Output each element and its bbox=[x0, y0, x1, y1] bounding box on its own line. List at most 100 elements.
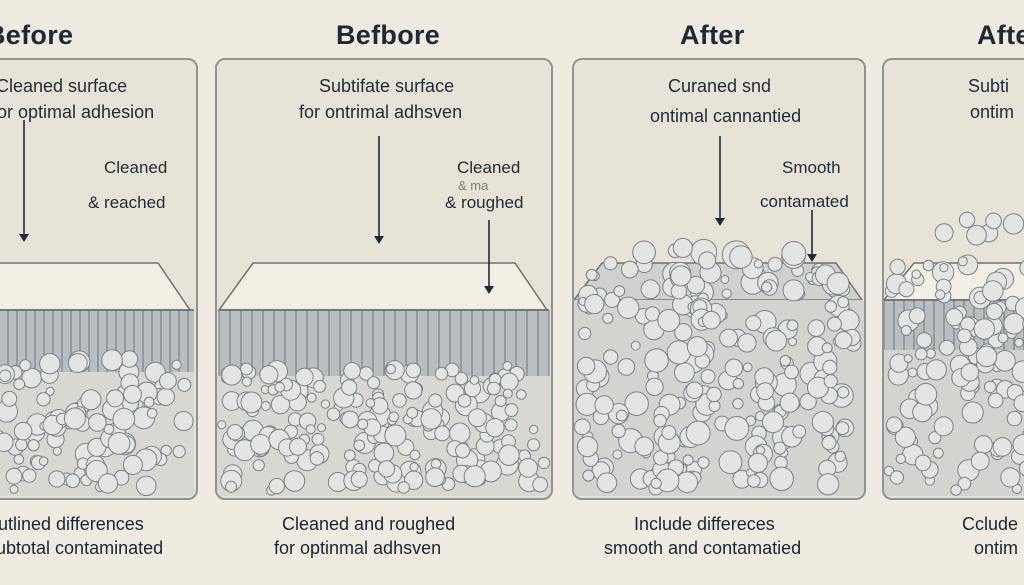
particle bbox=[808, 320, 825, 337]
particle bbox=[64, 408, 85, 429]
illustration-layer bbox=[0, 60, 196, 498]
particle bbox=[738, 334, 756, 352]
particle bbox=[2, 391, 17, 406]
particle bbox=[327, 408, 339, 420]
particle bbox=[677, 472, 698, 493]
particle bbox=[986, 303, 1002, 319]
particle bbox=[251, 434, 271, 454]
particle bbox=[435, 426, 450, 441]
particle bbox=[915, 383, 937, 405]
particle bbox=[538, 457, 550, 469]
caption-panel3-line1: Include differeces bbox=[634, 512, 775, 536]
particle bbox=[410, 450, 420, 460]
particle bbox=[780, 393, 799, 412]
particle bbox=[707, 387, 721, 401]
particle bbox=[616, 410, 627, 421]
particle bbox=[241, 363, 253, 375]
particle bbox=[976, 346, 996, 366]
particle bbox=[686, 421, 710, 445]
particle bbox=[458, 394, 471, 407]
particle bbox=[827, 272, 849, 294]
particle bbox=[585, 294, 604, 313]
particle bbox=[0, 370, 11, 382]
particle bbox=[123, 455, 142, 474]
particle bbox=[393, 394, 407, 408]
annotation-line1: Smooth bbox=[782, 158, 841, 178]
particle bbox=[242, 377, 251, 386]
arrowhead-icon bbox=[374, 236, 384, 244]
particle bbox=[912, 270, 921, 279]
particle bbox=[988, 393, 1003, 408]
particle bbox=[754, 260, 762, 268]
particle bbox=[733, 378, 743, 388]
particle bbox=[595, 396, 613, 414]
particle bbox=[995, 351, 1016, 372]
particle bbox=[574, 419, 590, 435]
particle bbox=[108, 433, 130, 455]
particle bbox=[782, 242, 806, 266]
particle bbox=[503, 362, 512, 371]
particle bbox=[501, 373, 519, 391]
particle bbox=[835, 332, 852, 349]
particle bbox=[241, 392, 262, 413]
particle bbox=[993, 438, 1012, 457]
particle bbox=[178, 378, 191, 391]
panel-after-smooth: Curaned snd ontimal cannantied Smooth co… bbox=[572, 58, 866, 500]
particle bbox=[838, 297, 849, 308]
particle bbox=[450, 423, 470, 443]
particle bbox=[470, 376, 479, 385]
particle bbox=[312, 433, 324, 445]
particle bbox=[757, 383, 774, 400]
particle bbox=[719, 451, 742, 474]
particle bbox=[1004, 314, 1024, 334]
particle bbox=[344, 450, 355, 461]
particle bbox=[505, 419, 517, 431]
particle bbox=[487, 382, 500, 395]
particle bbox=[827, 317, 841, 331]
particle bbox=[528, 439, 540, 451]
particle bbox=[307, 393, 316, 402]
particle bbox=[698, 457, 709, 468]
particle bbox=[385, 425, 406, 446]
heading-before-1: Before bbox=[0, 20, 73, 51]
annotation-line2: contamated bbox=[760, 192, 849, 212]
particle bbox=[957, 329, 971, 343]
particle bbox=[913, 402, 932, 421]
caption-panel1-line1: Outlined differences bbox=[0, 512, 144, 536]
particle bbox=[579, 327, 591, 339]
particle bbox=[174, 412, 193, 431]
particle bbox=[812, 411, 833, 432]
particle bbox=[923, 260, 933, 270]
particle bbox=[890, 259, 905, 274]
illustration-layer bbox=[217, 60, 551, 498]
particle bbox=[314, 380, 326, 392]
particle bbox=[662, 426, 676, 440]
particle bbox=[410, 463, 418, 471]
particle bbox=[284, 471, 305, 492]
particle bbox=[673, 238, 692, 257]
particle bbox=[890, 471, 903, 484]
particle bbox=[533, 477, 548, 492]
particle bbox=[583, 470, 594, 481]
particle bbox=[431, 459, 441, 469]
annotation-line1: Cleaned bbox=[104, 158, 167, 178]
particle bbox=[253, 460, 264, 471]
particle bbox=[646, 378, 663, 395]
particle bbox=[53, 447, 61, 455]
particle bbox=[788, 338, 796, 346]
particle bbox=[926, 360, 946, 380]
particle bbox=[743, 363, 752, 372]
particle bbox=[793, 425, 806, 438]
particle bbox=[733, 398, 743, 408]
particle bbox=[586, 269, 597, 280]
particle bbox=[899, 282, 914, 297]
arrowhead-icon bbox=[807, 254, 817, 262]
particle bbox=[825, 301, 837, 313]
particle bbox=[824, 375, 837, 388]
particle bbox=[886, 417, 902, 433]
particle bbox=[503, 389, 512, 398]
particle bbox=[421, 409, 442, 430]
particle bbox=[818, 474, 839, 495]
particle bbox=[317, 424, 325, 432]
